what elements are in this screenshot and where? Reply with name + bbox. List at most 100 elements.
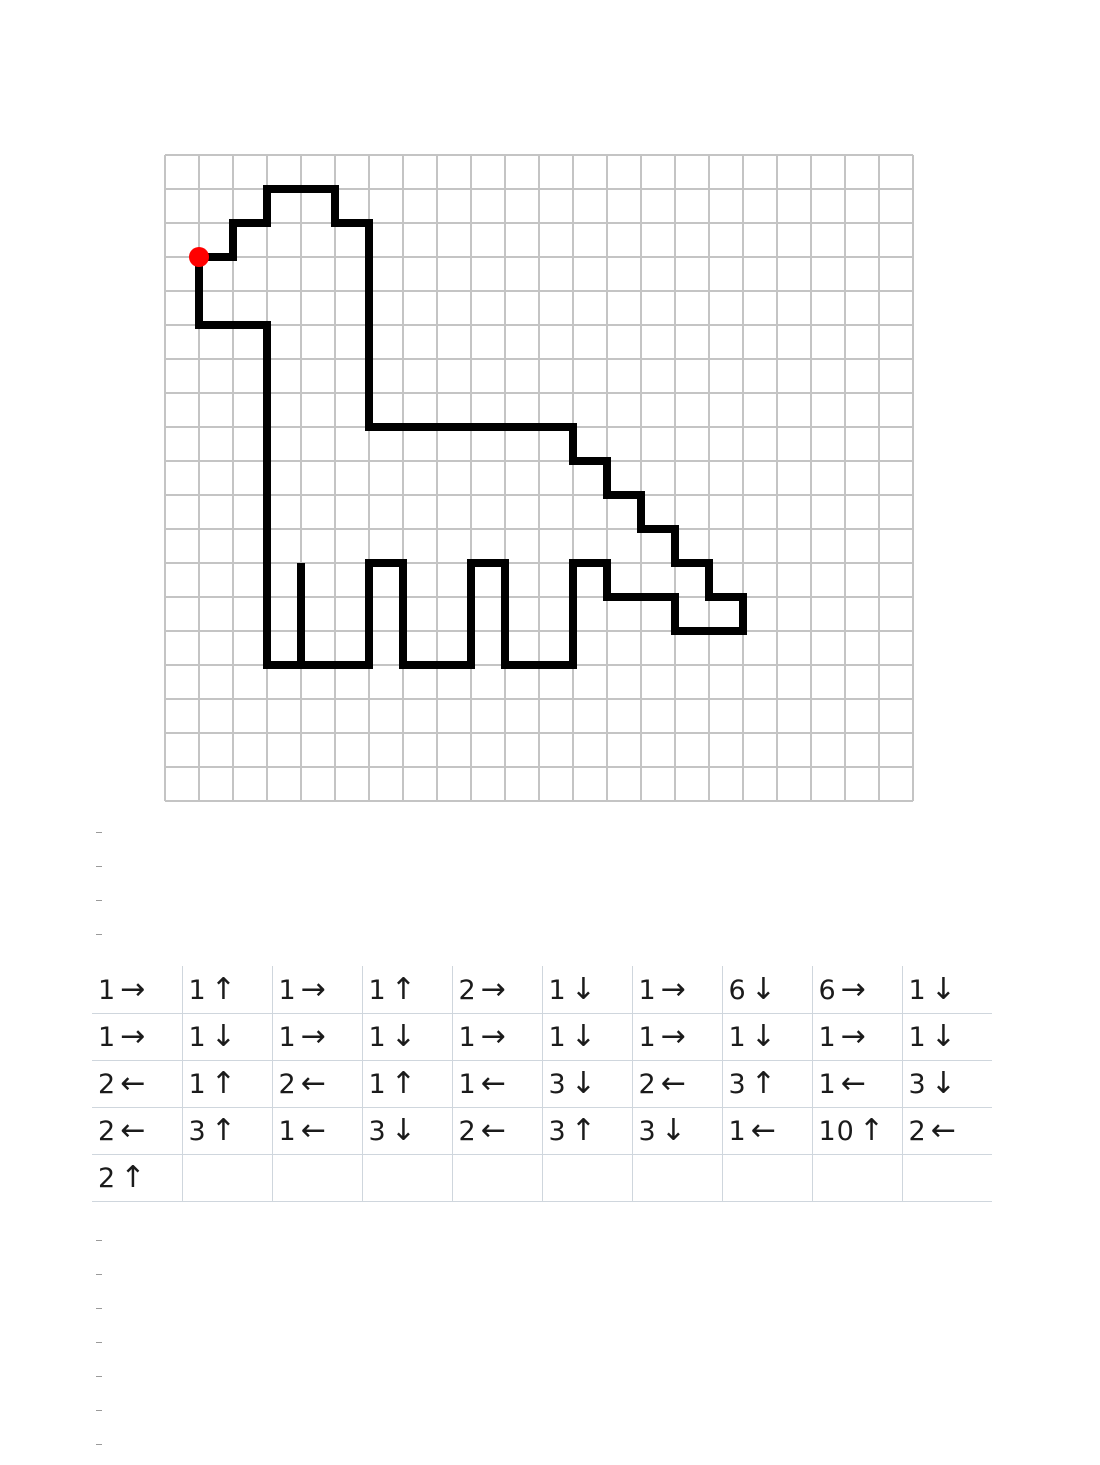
command-row: 1→1↑1→1↑2→1↓1→6↓6→1↓ xyxy=(92,966,992,1014)
arrow-right-icon: → xyxy=(660,971,686,1007)
step-count: 1 xyxy=(818,1069,837,1100)
step-count: 1 xyxy=(728,1022,747,1053)
command-cell: 1↑ xyxy=(181,1060,272,1108)
command-cell: 2← xyxy=(92,1060,182,1108)
margin-dash xyxy=(96,832,102,833)
step-count: 1 xyxy=(908,1022,927,1053)
step-count: 6 xyxy=(818,974,837,1006)
step-count: 10 xyxy=(818,1116,855,1147)
command-cell: 2← xyxy=(631,1060,722,1108)
command-cell xyxy=(361,1154,452,1202)
command-cell: 1↑ xyxy=(361,1060,452,1108)
step-count: 2 xyxy=(98,1163,117,1194)
arrow-left-icon: ← xyxy=(660,1066,686,1101)
command-cell xyxy=(811,1154,902,1202)
arrow-right-icon: → xyxy=(480,1019,506,1054)
command-cell: 2← xyxy=(901,1107,992,1155)
arrow-down-icon: ↓ xyxy=(660,1113,686,1148)
arrow-right-icon: → xyxy=(480,971,506,1007)
step-count: 1 xyxy=(98,1022,117,1053)
arrow-down-icon: ↓ xyxy=(930,1019,956,1054)
arrow-right-icon: → xyxy=(840,971,866,1007)
arrow-up-icon: ↑ xyxy=(210,1066,236,1101)
step-count: 2 xyxy=(458,1116,477,1147)
command-row: 2←3↑1←3↓2←3↑3↓1←10↑2← xyxy=(92,1107,992,1155)
command-cell: 1← xyxy=(721,1107,812,1155)
step-count: 1 xyxy=(638,974,657,1006)
dinosaur-figure-path xyxy=(195,185,747,669)
arrow-right-icon: → xyxy=(660,1019,686,1054)
command-cell xyxy=(271,1154,362,1202)
step-count: 3 xyxy=(908,1069,927,1100)
command-cell: 1← xyxy=(271,1107,362,1155)
command-cell: 3↓ xyxy=(541,1060,632,1108)
arrow-right-icon: → xyxy=(120,971,146,1007)
arrow-up-icon: ↑ xyxy=(750,1066,776,1101)
command-cell: 1↑ xyxy=(181,966,272,1014)
command-cell: 1↓ xyxy=(901,1013,992,1061)
margin-dash xyxy=(96,1410,102,1411)
command-cell: 1→ xyxy=(451,1013,542,1061)
command-cell: 3↑ xyxy=(181,1107,272,1155)
grid-drawing xyxy=(164,154,914,802)
arrow-down-icon: ↓ xyxy=(750,1019,776,1054)
command-cell xyxy=(181,1154,272,1202)
step-count: 2 xyxy=(908,1116,927,1147)
arrow-right-icon: → xyxy=(300,971,326,1007)
command-cell: 2← xyxy=(271,1060,362,1108)
step-count: 1 xyxy=(548,1022,567,1053)
command-cell xyxy=(541,1154,632,1202)
command-cell: 1↓ xyxy=(901,966,992,1014)
step-count: 2 xyxy=(98,1116,117,1147)
step-count: 1 xyxy=(458,1022,477,1053)
command-cell: 1→ xyxy=(92,1013,182,1061)
arrow-left-icon: ← xyxy=(300,1113,326,1148)
step-count: 2 xyxy=(98,1069,117,1100)
step-count: 3 xyxy=(188,1116,207,1147)
command-row: 1→1↓1→1↓1→1↓1→1↓1→1↓ xyxy=(92,1013,992,1061)
command-cell: 3↓ xyxy=(901,1060,992,1108)
command-cell: 1↓ xyxy=(541,1013,632,1061)
command-cell: 3↓ xyxy=(361,1107,452,1155)
command-cell: 1↓ xyxy=(541,966,632,1014)
margin-dash xyxy=(96,1376,102,1377)
step-count: 1 xyxy=(278,1116,297,1147)
command-cell: 1← xyxy=(451,1060,542,1108)
arrow-up-icon: ↑ xyxy=(210,1113,236,1148)
command-cell: 2↑ xyxy=(92,1154,182,1202)
step-count: 1 xyxy=(278,1022,297,1053)
command-table: 1→1↑1→1↑2→1↓1→6↓6→1↓1→1↓1→1↓1→1↓1→1↓1→1↓… xyxy=(92,966,992,1202)
arrow-right-icon: → xyxy=(840,1019,866,1054)
command-row: 2↑ xyxy=(92,1154,992,1202)
arrow-down-icon: ↓ xyxy=(930,971,956,1007)
step-count: 1 xyxy=(188,1069,207,1100)
start-point-dot xyxy=(189,247,209,267)
command-cell: 1→ xyxy=(811,1013,902,1061)
command-cell xyxy=(631,1154,722,1202)
arrow-up-icon: ↑ xyxy=(570,1113,596,1148)
grid-lines xyxy=(164,154,914,802)
step-count: 1 xyxy=(368,1022,387,1053)
step-count: 6 xyxy=(728,974,747,1006)
step-count: 1 xyxy=(368,974,387,1006)
step-count: 1 xyxy=(908,974,927,1006)
arrow-down-icon: ↓ xyxy=(210,1019,236,1054)
arrow-up-icon: ↑ xyxy=(210,971,236,1007)
command-cell: 2→ xyxy=(451,966,542,1014)
step-count: 1 xyxy=(548,974,567,1006)
arrow-left-icon: ← xyxy=(750,1113,776,1148)
command-cell: 1← xyxy=(811,1060,902,1108)
step-count: 1 xyxy=(98,974,117,1006)
command-cell: 1→ xyxy=(92,966,182,1014)
command-cell: 1↓ xyxy=(721,1013,812,1061)
step-count: 2 xyxy=(278,1069,297,1100)
command-cell xyxy=(901,1154,992,1202)
step-count: 2 xyxy=(638,1069,657,1100)
step-count: 1 xyxy=(638,1022,657,1053)
command-cell: 2← xyxy=(451,1107,542,1155)
margin-dash xyxy=(96,900,102,901)
step-count: 3 xyxy=(368,1116,387,1147)
step-count: 1 xyxy=(188,1022,207,1053)
arrow-down-icon: ↓ xyxy=(570,1019,596,1054)
arrow-left-icon: ← xyxy=(480,1113,506,1148)
